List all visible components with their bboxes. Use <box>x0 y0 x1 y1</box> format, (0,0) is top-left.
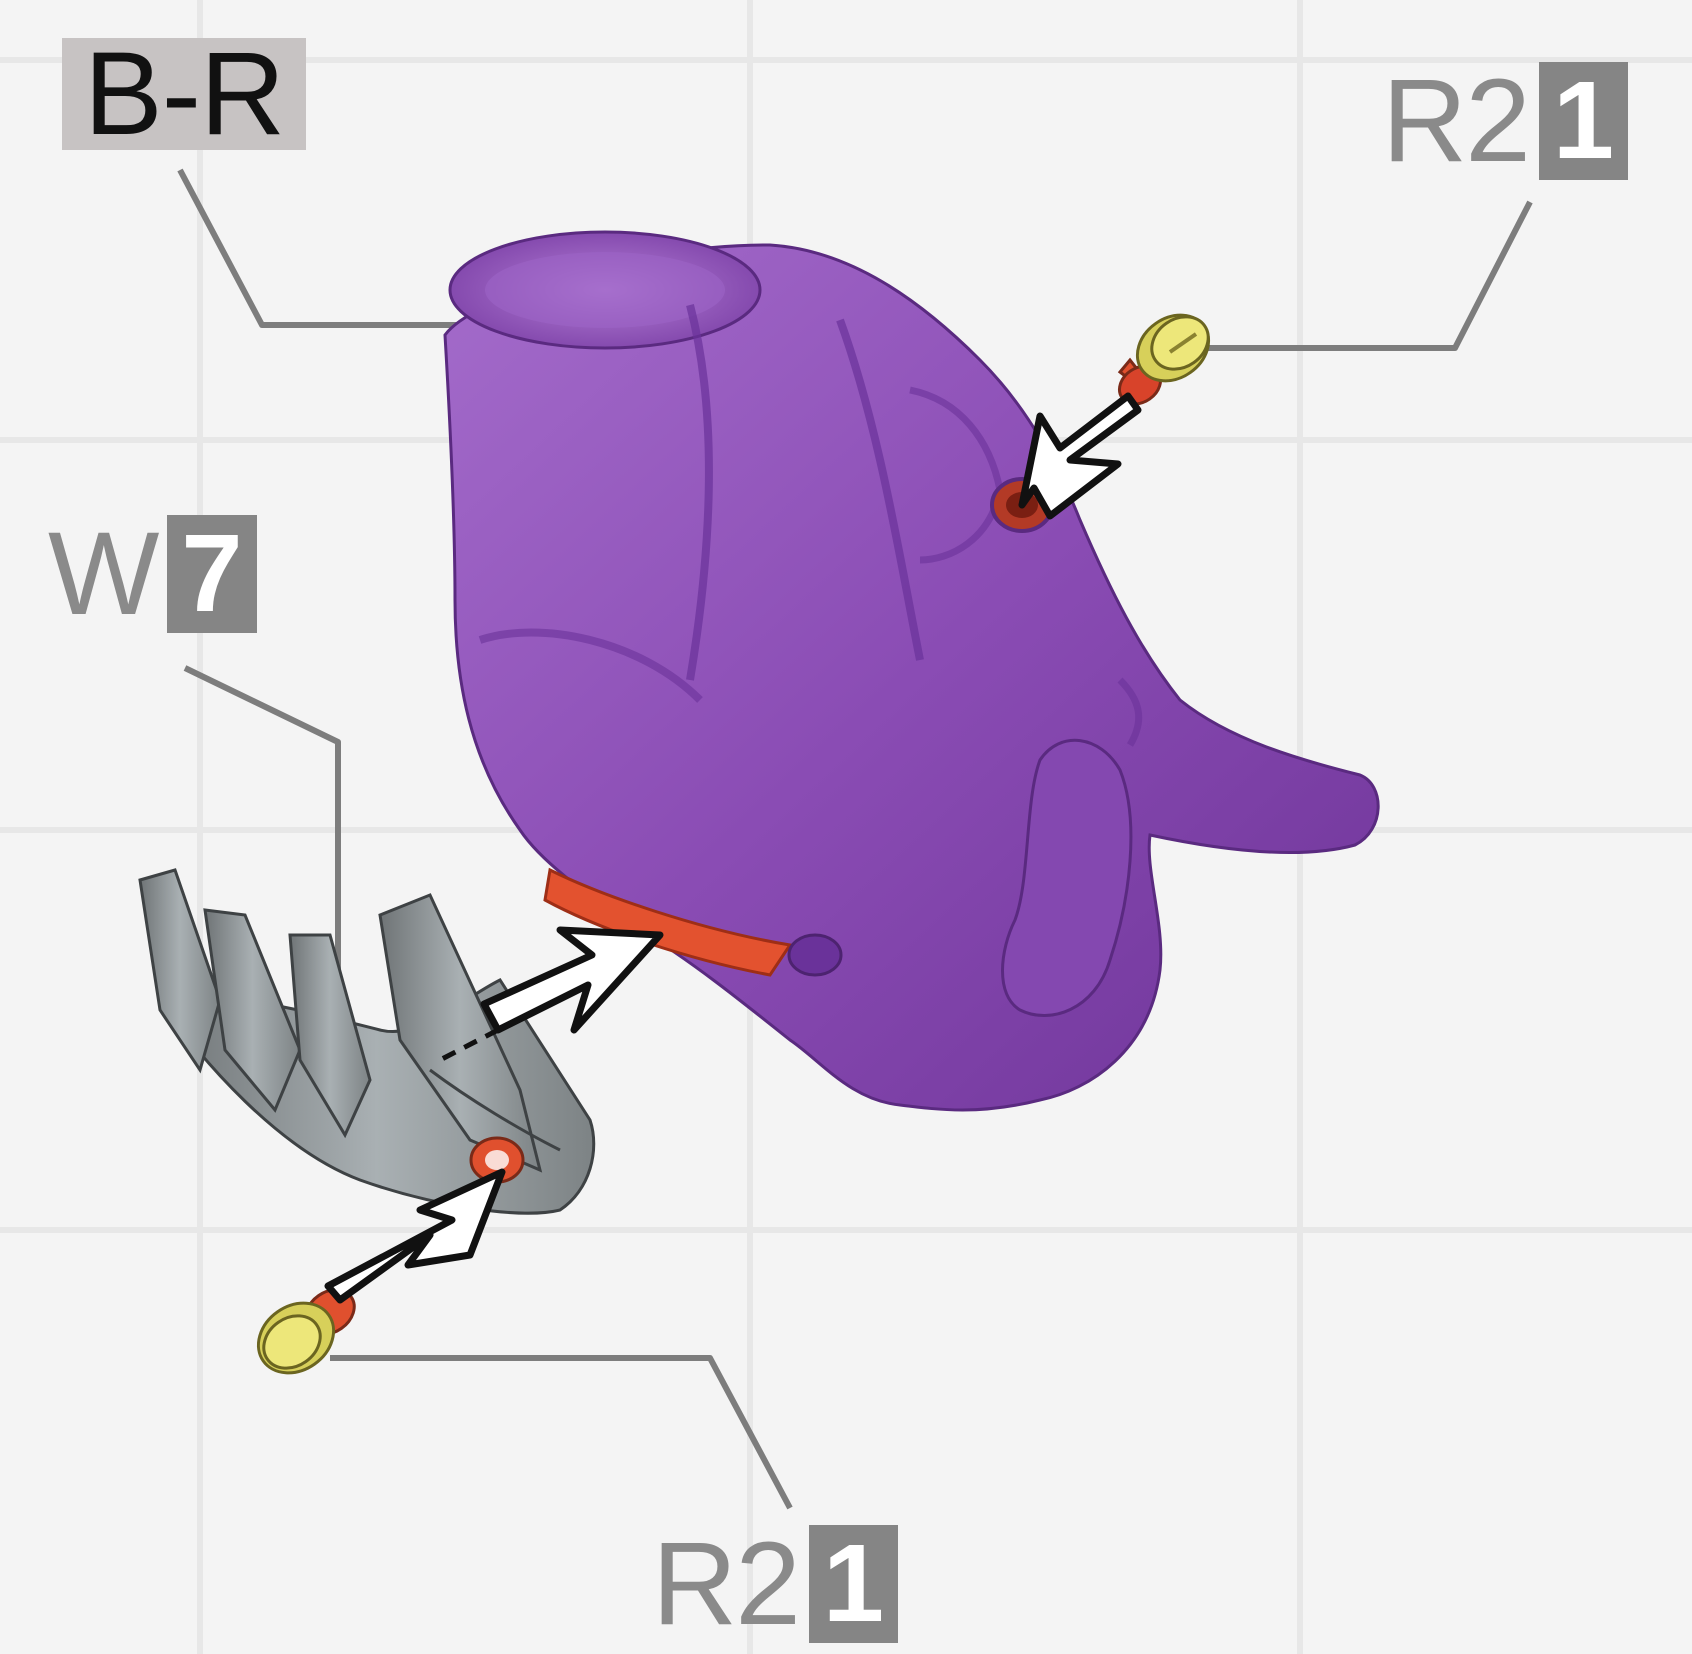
quantity-badge: 1 <box>1539 62 1628 180</box>
leader-line-pin-top <box>1195 202 1530 348</box>
assembly-arrow-icon <box>484 930 660 1030</box>
wrist-part-drawing <box>140 870 594 1213</box>
part-code: B-R <box>84 26 284 162</box>
wrist-tooth-1 <box>140 870 220 1070</box>
part-label-r2-bottom: R2 1 <box>652 1525 898 1643</box>
part-code: R2 <box>1382 62 1529 180</box>
part-label-w7: W 7 <box>48 515 257 633</box>
leader-line-pin-bottom <box>330 1358 790 1508</box>
leader-line-part <box>180 170 470 325</box>
assembly-arrow-icon <box>1022 396 1138 516</box>
part-label-r2-top: R2 1 <box>1382 62 1628 180</box>
part-code: R2 <box>652 1525 799 1643</box>
part-label-b-r: B-R <box>62 38 306 150</box>
quantity-badge: 1 <box>809 1525 898 1643</box>
part-code: W <box>48 515 157 633</box>
quantity-badge: 7 <box>167 515 256 633</box>
